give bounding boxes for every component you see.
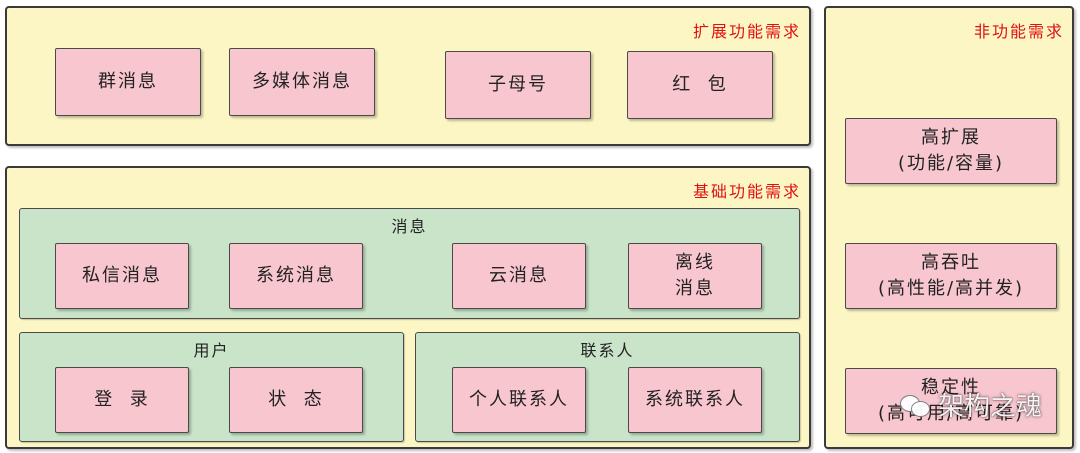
cloud-message-box: 云消息 [452, 243, 586, 309]
personal-contacts-box: 个人联系人 [452, 367, 586, 433]
high-throughput-box: 高吞吐 (高性能/高并发) [845, 243, 1057, 309]
messages-group-title: 消息 [391, 217, 428, 236]
system-contacts-box: 系统联系人 [628, 367, 762, 433]
status-box: 状 态 [229, 367, 363, 433]
high-scalability-line2: (功能/容量) [897, 153, 1005, 174]
extended-requirements-title: 扩展功能需求 [692, 22, 801, 41]
basic-requirements-title: 基础功能需求 [692, 182, 801, 201]
status-label: 状 态 [268, 389, 324, 410]
red-packet-box: 红 包 [627, 51, 773, 119]
group-message-label: 群消息 [98, 71, 158, 92]
nonfunctional-requirements-title: 非功能需求 [973, 22, 1064, 41]
user-group: 用户 登 录 状 态 [19, 332, 404, 442]
messages-group: 消息 私信消息 系统消息 云消息 离线 消息 [19, 208, 800, 319]
multimedia-message-box: 多媒体消息 [229, 48, 375, 116]
system-contacts-label: 系统联系人 [645, 389, 745, 410]
system-message-label: 系统消息 [256, 265, 336, 286]
login-box: 登 录 [55, 367, 189, 433]
offline-message-box: 离线 消息 [628, 243, 762, 309]
private-message-box: 私信消息 [55, 243, 189, 309]
stability-line1: 稳定性 [921, 377, 981, 398]
offline-message-line2: 消息 [675, 278, 715, 299]
multimedia-message-label: 多媒体消息 [252, 71, 352, 92]
sub-account-label: 子母号 [488, 74, 548, 95]
personal-contacts-label: 个人联系人 [469, 389, 569, 410]
system-message-box: 系统消息 [229, 243, 363, 309]
contacts-group-title: 联系人 [580, 341, 635, 360]
watermark: 架构之魂 [900, 386, 1042, 423]
group-message-box: 群消息 [55, 48, 201, 116]
high-throughput-line2: (高性能/高并发) [877, 278, 1025, 299]
extended-requirements-panel: 扩展功能需求 群消息 多媒体消息 子母号 红 包 [5, 6, 811, 146]
nonfunctional-requirements-panel: 非功能需求 高扩展 (功能/容量) 高吞吐 (高性能/高并发) 稳定性 (高可用… [824, 6, 1074, 449]
sub-account-box: 子母号 [445, 51, 591, 119]
user-group-title: 用户 [193, 341, 230, 360]
private-message-label: 私信消息 [82, 265, 162, 286]
wechat-icon [900, 393, 930, 417]
stability-box: 稳定性 (高可用/高可靠) [845, 368, 1057, 434]
high-scalability-box: 高扩展 (功能/容量) [845, 118, 1057, 184]
cloud-message-label: 云消息 [489, 265, 549, 286]
high-throughput-line1: 高吞吐 [921, 252, 981, 273]
contacts-group: 联系人 个人联系人 系统联系人 [415, 332, 800, 442]
high-scalability-line1: 高扩展 [921, 127, 981, 148]
red-packet-label: 红 包 [672, 74, 728, 95]
offline-message-line1: 离线 [675, 252, 715, 273]
watermark-text: 架构之魂 [938, 392, 1043, 422]
login-label: 登 录 [94, 389, 150, 410]
basic-requirements-panel: 基础功能需求 消息 私信消息 系统消息 云消息 离线 消息 用户 登 录 状 态… [5, 166, 811, 449]
